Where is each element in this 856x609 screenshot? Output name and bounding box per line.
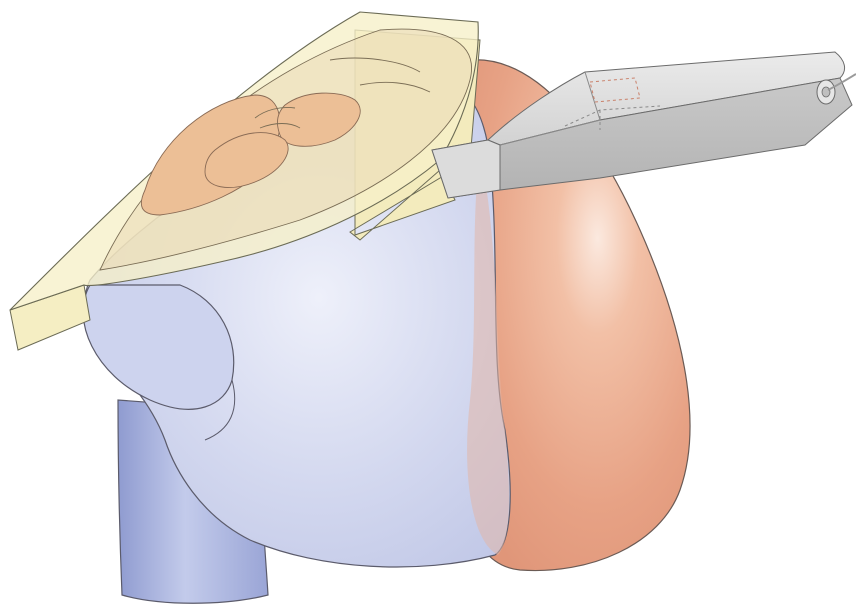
illustration-canvas <box>0 0 856 609</box>
heart-ultrasound-illustration <box>0 0 856 609</box>
